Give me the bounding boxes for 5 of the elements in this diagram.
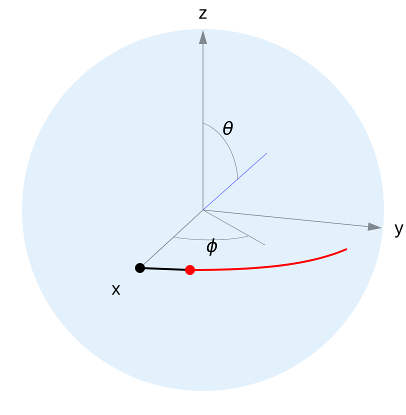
axis-label: z <box>199 9 207 19</box>
angle-label: ϕ <box>206 238 218 256</box>
axis-label: x <box>112 285 120 295</box>
angle-label: θ <box>223 121 233 136</box>
axis-label: y <box>394 224 404 238</box>
